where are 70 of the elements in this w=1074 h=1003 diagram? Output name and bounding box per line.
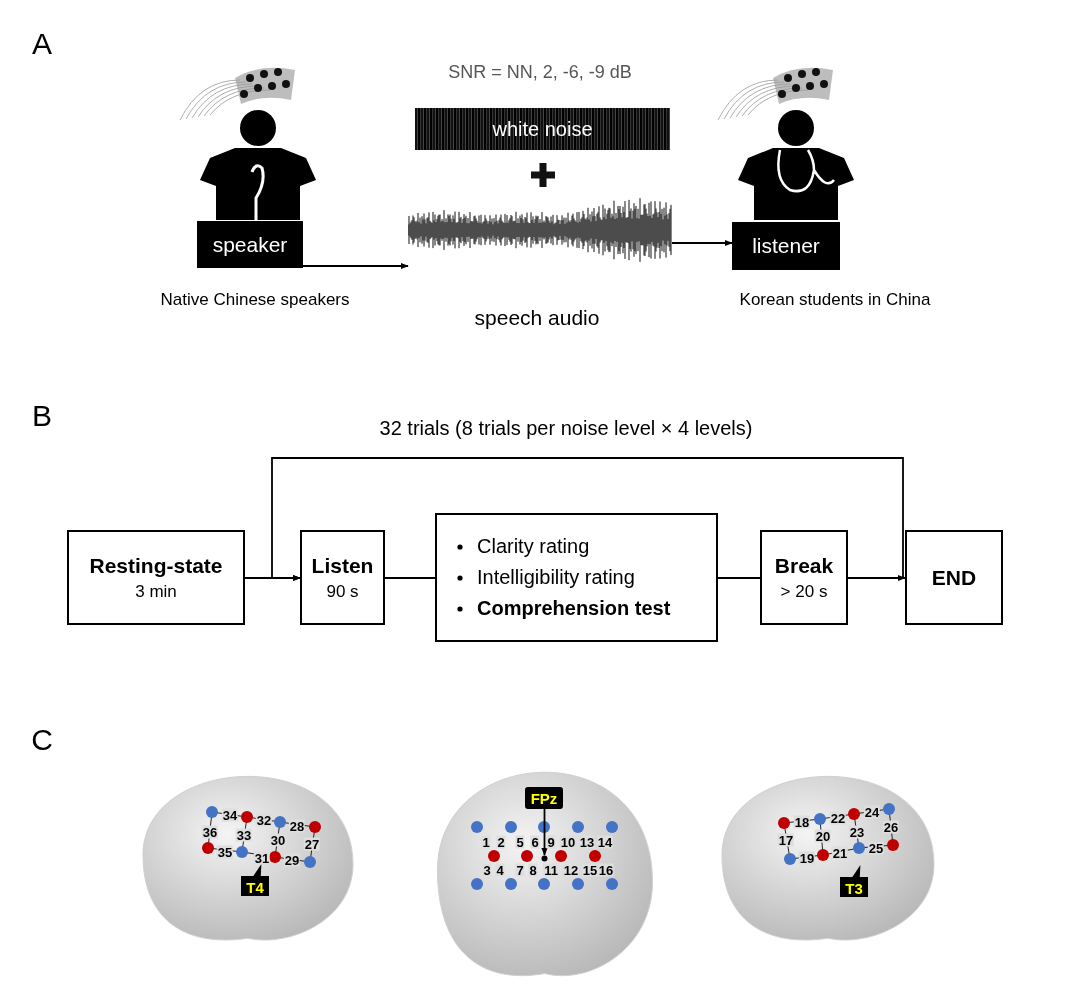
panel-letter: A	[32, 27, 52, 61]
channel-number: 2	[496, 835, 506, 849]
process-box	[905, 530, 1003, 625]
channel-number: 14	[596, 835, 614, 849]
channel-number: 28	[288, 819, 306, 833]
channel-number: 1	[481, 835, 491, 849]
channel-number: 9	[546, 835, 556, 849]
arrow	[302, 262, 409, 270]
arrow	[271, 457, 904, 582]
channel-number: 13	[578, 835, 596, 849]
task-box	[435, 513, 718, 642]
step-title: Break	[774, 553, 834, 578]
channel-number: 31	[253, 851, 271, 865]
channel-number: 33	[235, 828, 253, 842]
channel-number: 5	[515, 835, 525, 849]
channel-number: 3	[482, 863, 492, 877]
channel-number: 16	[597, 863, 615, 877]
step-duration: > 20 s	[780, 581, 828, 602]
process-box	[67, 530, 245, 625]
electrode-tag: T4	[239, 864, 271, 898]
caption-text: Native Chinese speakers	[160, 290, 350, 310]
channel-number: 30	[269, 833, 287, 847]
channel-number: 29	[283, 853, 301, 867]
channel-number: 4	[495, 863, 505, 877]
panel-letter: C	[31, 723, 53, 757]
arrow	[671, 239, 733, 247]
channel-number: 25	[867, 841, 885, 855]
channel-number: 19	[798, 851, 816, 865]
noise-band: white noise	[415, 108, 670, 150]
channel-number: 18	[793, 815, 811, 829]
channel-number: 11	[543, 863, 559, 877]
name-plate: listener	[732, 222, 840, 270]
channel-number: 27	[303, 837, 321, 851]
name-plate: speaker	[197, 221, 303, 268]
channel-number: 17	[777, 833, 795, 847]
channel-number: 22	[829, 811, 847, 825]
channel-number: 7	[515, 863, 525, 877]
panel-letter: B	[32, 399, 52, 433]
channel-number: 6	[530, 835, 540, 849]
channel-number: 36	[201, 825, 219, 839]
step-title: Listen	[311, 553, 374, 578]
channel-number: 34	[221, 808, 239, 822]
process-box	[300, 530, 385, 625]
step-title: END	[931, 565, 977, 590]
channel-number: 23	[848, 825, 866, 839]
channel-number: 35	[216, 845, 234, 859]
trial-note: 32 trials (8 trials per noise level × 4 levels)	[379, 416, 753, 440]
bullet-item: Comprehension test	[477, 597, 671, 620]
bullet-item: Clarity rating	[477, 535, 590, 558]
bullet-item: Intelligibility rating	[477, 566, 635, 589]
step-duration: 90 s	[326, 581, 359, 602]
channel-number: 26	[882, 820, 900, 834]
step-duration: 3 min	[135, 581, 177, 602]
step-title: Resting-state	[89, 553, 223, 578]
channel-number: 21	[831, 846, 849, 860]
caption-text: Korean students in China	[739, 290, 931, 310]
channel-number: 10	[559, 835, 577, 849]
channel-number: 20	[814, 829, 832, 843]
channel-number: 32	[255, 813, 273, 827]
channel-number: 24	[863, 805, 881, 819]
arrow	[541, 808, 548, 856]
channel-number: 8	[528, 863, 538, 877]
caption-text: speech audio	[474, 306, 600, 330]
channel-number: 12	[562, 863, 580, 877]
process-box	[760, 530, 848, 625]
channel-number: 15	[581, 863, 599, 877]
electrode-tag: FPz	[525, 787, 563, 809]
optode-point	[541, 855, 548, 862]
snr-text: SNR = NN, 2, -6, -9 dB	[448, 61, 632, 83]
electrode-tag: T3	[838, 865, 870, 899]
